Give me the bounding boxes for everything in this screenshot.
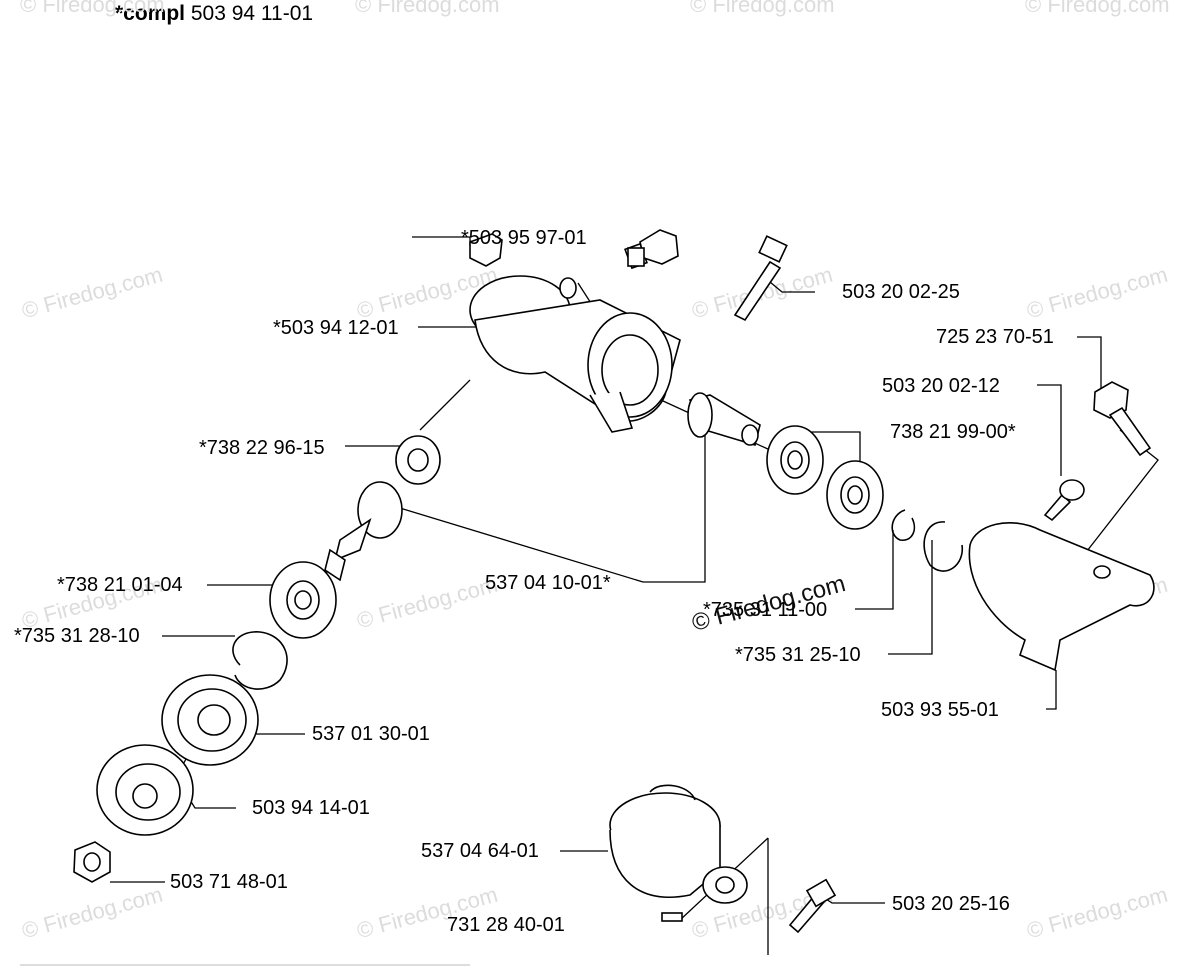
screw-icon	[1043, 479, 1085, 522]
watermark: © Firedog.com	[20, 0, 165, 17]
screw-icon	[788, 878, 837, 934]
part-label: *503 94 12-01	[273, 317, 399, 339]
nut-icon	[73, 841, 111, 883]
assembly-title: *compl 503 94 11-01	[115, 2, 313, 26]
bearing-icon	[269, 561, 337, 639]
part-label: 725 23 70-51	[936, 326, 1054, 348]
hex-bolt-icon	[627, 229, 679, 267]
title-number: 503 94 11-01	[190, 2, 314, 25]
watermark: © Firedog.com	[1025, 0, 1170, 17]
watermark: © Firedog.com	[355, 0, 500, 17]
part-label: *735 31 11-00	[703, 599, 828, 621]
part-label: *738 22 96-15	[199, 437, 325, 459]
clamp-icon	[609, 784, 748, 904]
part-label: 503 20 02-12	[882, 375, 1000, 397]
gear-icon	[324, 481, 403, 582]
part-label: 503 20 25-16	[892, 893, 1010, 915]
bearing-icon	[766, 425, 824, 495]
circlip-icon	[232, 631, 288, 690]
part-label: 503 93 55-01	[881, 699, 999, 721]
gear-housing-icon	[469, 275, 681, 433]
part-label: *735 31 25-10	[735, 644, 861, 666]
flange-icon	[161, 674, 259, 766]
part-label: *738 21 01-04	[57, 574, 183, 596]
bearing-icon	[826, 460, 884, 530]
circlip-icon	[891, 509, 916, 541]
part-label: 503 71 48-01	[170, 871, 288, 893]
part-label: 503 20 02-25	[842, 281, 960, 303]
part-label: 537 04 64-01	[421, 840, 539, 862]
screw-icon	[733, 235, 788, 322]
part-label: 537 04 10-01*	[485, 572, 611, 594]
part-label: 738 21 99-00*	[890, 421, 1016, 443]
washer-icon	[661, 912, 683, 922]
part-label: 503 94 14-01	[252, 797, 370, 819]
hex-bolt-icon	[1093, 381, 1152, 457]
watermark: © Firedog.com	[690, 0, 835, 17]
support-cup-icon	[96, 744, 194, 836]
part-label: *735 31 28-10	[14, 625, 140, 647]
bearing-icon	[395, 435, 441, 485]
part-label: 537 01 30-01	[312, 723, 430, 745]
part-label: *503 95 97-01	[461, 227, 587, 249]
title-prefix: *compl	[115, 2, 186, 25]
guard-icon	[968, 522, 1155, 672]
part-label: 731 28 40-01	[447, 914, 565, 936]
circlip-icon	[923, 521, 963, 572]
pinion-shaft-icon	[687, 392, 761, 447]
